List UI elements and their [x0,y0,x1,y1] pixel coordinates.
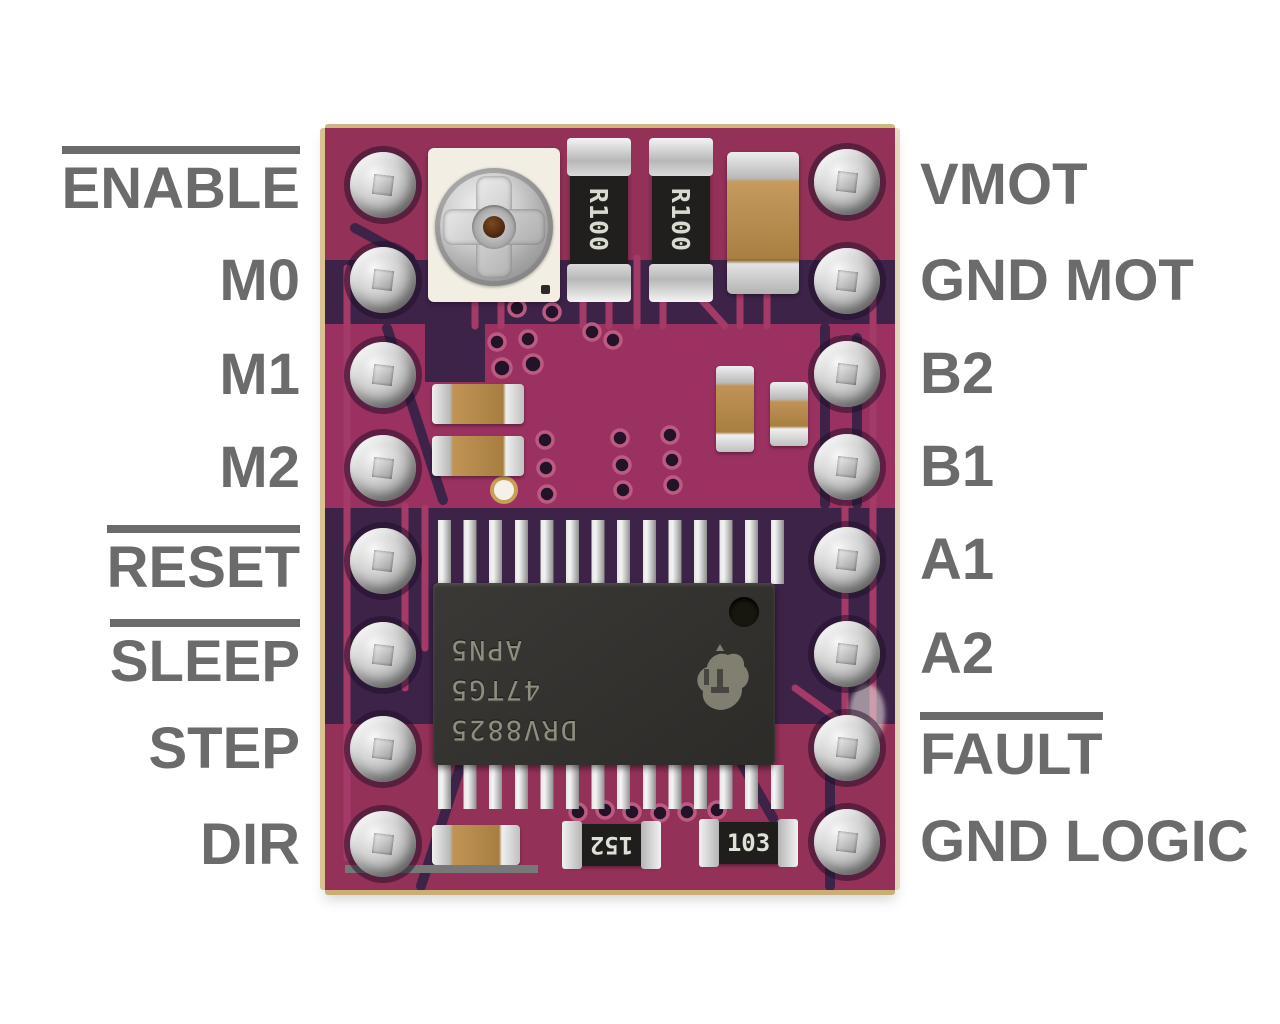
tented-via-white [490,476,518,504]
pad-gnd-logic [814,809,880,875]
sense-resistor-1: R100 [567,138,631,302]
current-limit-trimpot [428,148,560,302]
annotation-bar-artifact [345,865,538,873]
pin-label-a1-text: A1 [920,527,995,592]
ic-marking-text: DRV8825 47TG5 APN5 [449,599,661,749]
pad-m1 [350,342,416,408]
pin-label-step: STEP [40,702,301,796]
pin-label-gnd-mot-text: GND MOT [920,248,1194,313]
ic-top-pin-row [438,520,785,584]
pin-label-vmot: VMOT [920,138,1270,232]
ic-marking-line3: APN5 [449,634,523,665]
pcb-board: R100 R100 DRV8825 47TG5 APN5 [325,128,895,890]
pin-label-enable-text: ENABLE [61,146,300,218]
sense-resistor-1-marking: R100 [584,187,614,253]
pin-label-b2-text: B2 [920,341,995,406]
solder-cap [649,264,713,302]
pin-label-fault: FAULT [920,701,1270,795]
decoupling-capacitor-3 [716,366,754,452]
pin-label-reset: RESET [40,514,300,608]
resistor-103: 103 [699,819,798,867]
pin-label-gnd-logic: GND LOGIC [920,795,1270,889]
pad-b2 [814,341,880,407]
pin-label-gnd-mot: GND MOT [920,234,1270,328]
trimpot-center-dot [483,216,505,238]
ic-marking-line2: 47TG5 [449,674,541,705]
trimpot-rotor [435,168,553,286]
pad-m2 [350,435,416,501]
pin-label-b1: B1 [920,420,1270,514]
solder-cap [699,819,719,867]
pin-label-m2-text: M2 [219,435,300,500]
ic-drv8825: DRV8825 47TG5 APN5 [433,583,775,765]
pin-label-m0: M0 [40,234,300,328]
decoupling-capacitor-4 [770,382,808,446]
bulk-capacitor [727,152,799,294]
pin-label-dir: DIR [40,798,300,892]
pad-vmot [814,149,880,215]
pad-reset [350,528,416,594]
pin-label-dir-text: DIR [200,812,300,877]
pin-label-enable: ENABLE [40,135,300,229]
pad-gnd-mot [814,248,880,314]
pad-fault [814,715,880,781]
solder-cap [562,821,582,869]
pad-m0 [350,247,416,313]
pad-a2 [814,621,880,687]
pin-label-a2: A2 [920,607,1270,701]
resistor-103-marking: 103 [726,829,771,857]
ic-bottom-pin-row [438,765,785,809]
pin-label-sleep: SLEEP [40,608,300,702]
decoupling-capacitor-2 [432,436,524,476]
resistor-152-marking: 152 [589,831,634,859]
resistor-152: 152 [562,821,661,869]
pin-label-a2-text: A2 [920,621,995,686]
pin-label-gnd-logic-text: GND LOGIC [920,809,1249,874]
pin-label-reset-text: RESET [106,525,300,597]
decoupling-capacitor-1 [432,384,524,424]
pin-label-m2: M2 [40,421,300,515]
solder-cap [567,138,631,176]
pin-label-b2: B2 [920,327,1270,421]
pin1-indicator-dot [729,597,759,627]
pin-label-sleep-text: SLEEP [109,619,300,691]
pad-dir [350,811,416,877]
pin-label-a1: A1 [920,513,1270,607]
solder-cap [567,264,631,302]
pad-a1 [814,527,880,593]
sense-resistor-2: R100 [649,138,713,302]
solder-cap [649,138,713,176]
pin-label-step-text: STEP [148,716,301,781]
solder-cap [778,819,798,867]
sense-resistor-2-marking: R100 [666,187,696,253]
trimpot-corner-mark [541,285,550,294]
ic-marking-line1: DRV8825 [449,714,577,745]
pin-label-b1-text: B1 [920,434,995,499]
pin-label-m0-text: M0 [219,248,300,313]
pin-label-m1: M1 [40,328,300,422]
pad-enable [350,152,416,218]
pin-label-m1-text: M1 [219,342,300,407]
pin-label-fault-text: FAULT [920,712,1103,784]
pad-b1 [814,434,880,500]
ti-logo-icon [697,644,749,710]
pad-sleep [350,622,416,688]
bottom-capacitor [432,825,520,865]
solder-cap [641,821,661,869]
pin-label-vmot-text: VMOT [920,152,1088,217]
pad-step [350,716,416,782]
